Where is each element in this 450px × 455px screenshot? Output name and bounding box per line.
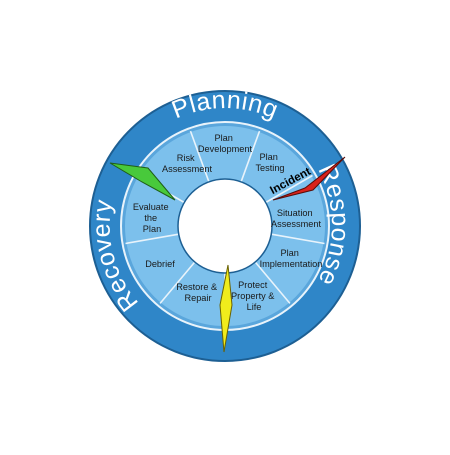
segment-label-risk-assessment: Risk Assessment [162, 153, 212, 174]
red-arrow-marker-icon [272, 156, 346, 201]
segment-divider [240, 130, 261, 183]
segment-label-restore-repair: Restore & Repair [176, 282, 219, 303]
segment-divider [125, 233, 179, 245]
segment-label-plan-implementation: Plan Implementation [260, 248, 323, 269]
green-arrow-marker-icon [109, 162, 176, 201]
center-hole [177, 178, 273, 274]
segment-label-debrief: Debrief [145, 259, 175, 269]
segment-divider [271, 233, 325, 245]
segment-label-situation-assessment: Situation Assessment [271, 208, 321, 229]
segment-divider [189, 130, 210, 183]
segment-label-protect-property-life: Protect Property & Life [231, 280, 277, 312]
segment-divider [265, 174, 313, 204]
segment-label-evaluate-the-plan: Evaluate the Plan [133, 202, 171, 234]
segment-label-plan-testing: Plan Testing [255, 152, 284, 173]
yellow-arrow-marker-icon [219, 264, 233, 353]
segment-divider [159, 261, 196, 304]
segment-divider [254, 261, 291, 304]
segment-label-plan-development: Plan Development [198, 133, 253, 154]
